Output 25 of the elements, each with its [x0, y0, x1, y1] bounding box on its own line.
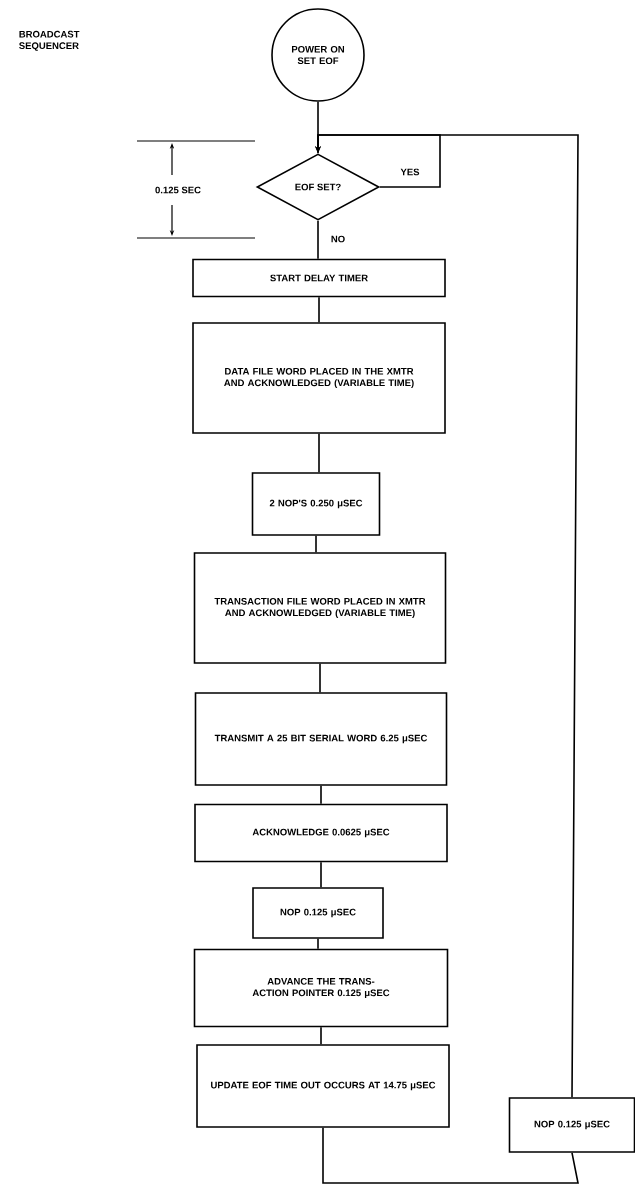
- process-box: NOP 0.125 μSEC: [508, 1097, 635, 1153]
- process-box: TRANSMIT A 25 BIT SERIAL WORD 6.25 μSEC: [194, 692, 448, 786]
- edge-label: NO: [329, 234, 347, 244]
- connector: [320, 785, 322, 805]
- process-box: 2 NOP'S 0.250 μSEC: [251, 472, 381, 536]
- process-box: UPDATE EOF TIME OUT OCCURS AT 14.75 μSEC: [196, 1044, 450, 1128]
- connector: [320, 861, 322, 888]
- connector: [317, 220, 319, 260]
- process-box: ADVANCE THE TRANS-ACTION POINTER 0.125 μSEC: [193, 948, 449, 1028]
- connector: [317, 101, 319, 154]
- connector: [322, 1127, 579, 1184]
- dimension-label: 0.125 SEC: [154, 185, 202, 195]
- connector: [317, 938, 319, 950]
- connector: [315, 535, 317, 553]
- connector: [318, 433, 320, 473]
- connector: [318, 296, 320, 323]
- connector: [320, 1026, 322, 1045]
- edge-label: YES: [399, 167, 421, 177]
- process-box: DATA FILE WORD PLACED IN THE XMTR AND ACKNOWLEDGED (VARIABLE TIME): [192, 322, 446, 434]
- process-box: START DELAY TIMER: [192, 258, 446, 298]
- heading: BROADCAST SEQUENCER: [19, 30, 80, 51]
- process-box: TRANSACTION FILE WORD PLACED IN XMTR AND ACKNOWLEDGED (VARIABLE TIME): [193, 552, 447, 664]
- connector: [319, 663, 321, 693]
- process-box: ACKNOWLEDGE 0.0625 μSEC: [194, 803, 448, 863]
- process-box: NOP 0.125 μSEC: [252, 887, 384, 939]
